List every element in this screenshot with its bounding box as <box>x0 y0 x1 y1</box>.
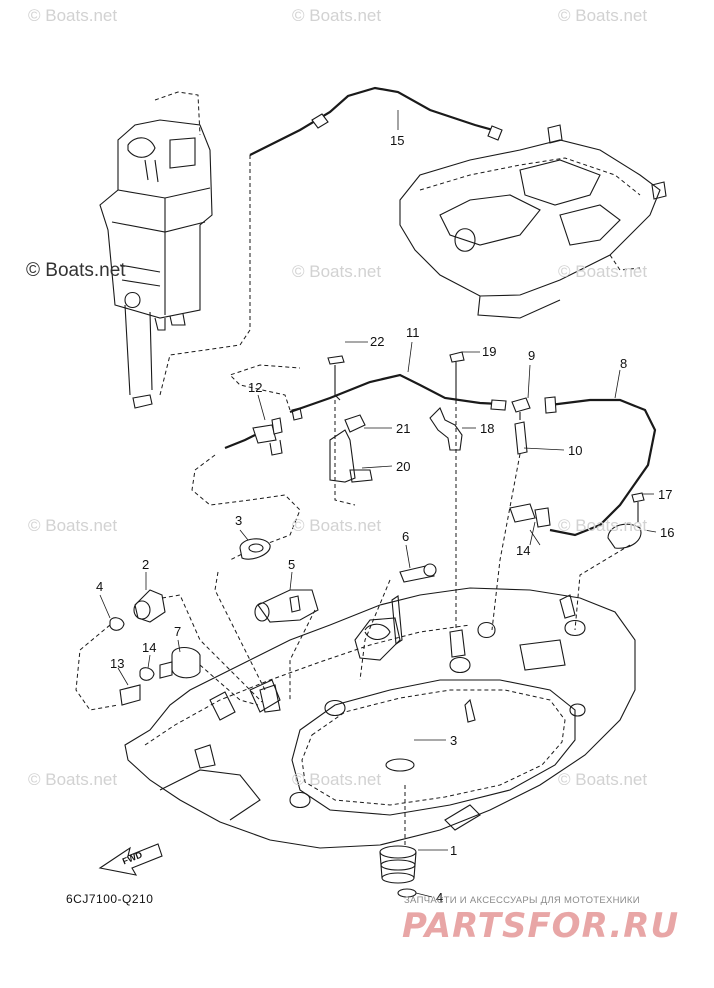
watermark: © Boats.net <box>292 516 382 535</box>
left-parts <box>75 538 437 713</box>
grommet-1 <box>379 845 417 898</box>
callout-5: 5 <box>288 557 296 572</box>
watermark: © Boats.net <box>558 262 648 281</box>
grommet-3-lower <box>385 758 415 772</box>
hose-15 <box>159 86 503 396</box>
callout-14: 14 <box>142 640 157 655</box>
watermark: © Boats.net <box>558 770 648 789</box>
callout-3: 3 <box>450 733 458 748</box>
watermark: © Boats.net <box>28 770 118 789</box>
callout-4: 4 <box>436 890 444 905</box>
diagram-code: 6CJ7100-Q210 <box>66 892 154 906</box>
callout-17: 17 <box>658 487 673 502</box>
leader-lines <box>99 110 657 898</box>
callout-13: 13 <box>110 656 125 671</box>
callout-9: 9 <box>528 348 536 363</box>
callout-10: 10 <box>568 443 583 458</box>
engine-block <box>99 91 213 409</box>
brand-logo: PARTSFOR.RU <box>402 906 680 946</box>
callout-6: 6 <box>402 529 410 544</box>
callout-1: 1 <box>450 843 458 858</box>
upper-casing <box>399 124 667 319</box>
callout-2: 2 <box>142 557 150 572</box>
callout-7: 7 <box>174 624 182 639</box>
callout-11: 11 <box>406 325 420 340</box>
watermark: © Boats.net <box>292 770 382 789</box>
callout-4: 4 <box>96 579 104 594</box>
callout-8: 8 <box>620 356 628 371</box>
watermark: © Boats.net <box>292 262 382 281</box>
brand-tagline: ЗАПЧАСТИ И АКСЕССУАРЫ ДЛЯ МОТОТЕХНИКИ <box>404 895 640 906</box>
watermark: © Boats.net <box>292 6 382 25</box>
callout-15: 15 <box>390 133 405 148</box>
callout-22: 22 <box>370 334 385 349</box>
watermark: © Boats.net <box>26 260 126 281</box>
hose-8-group <box>491 396 657 631</box>
hose-11-12 <box>191 364 507 561</box>
callout-12: 12 <box>248 380 263 395</box>
callout-3: 3 <box>235 513 243 528</box>
fwd-arrow <box>98 843 163 876</box>
watermark: © Boats.net <box>28 6 118 25</box>
watermark: © Boats.net <box>558 516 648 535</box>
callout-14: 14 <box>516 543 531 558</box>
callout-21: 21 <box>396 421 411 436</box>
callout-18: 18 <box>480 421 495 436</box>
callout-19: 19 <box>482 344 497 359</box>
callout-16: 16 <box>660 525 675 540</box>
bracket-18-19 <box>429 351 465 630</box>
callout-20: 20 <box>396 459 411 474</box>
watermark: © Boats.net <box>28 516 118 535</box>
bottom-cowling <box>124 587 636 849</box>
watermark: © Boats.net <box>558 6 648 25</box>
bracket-20-21 <box>327 355 373 506</box>
